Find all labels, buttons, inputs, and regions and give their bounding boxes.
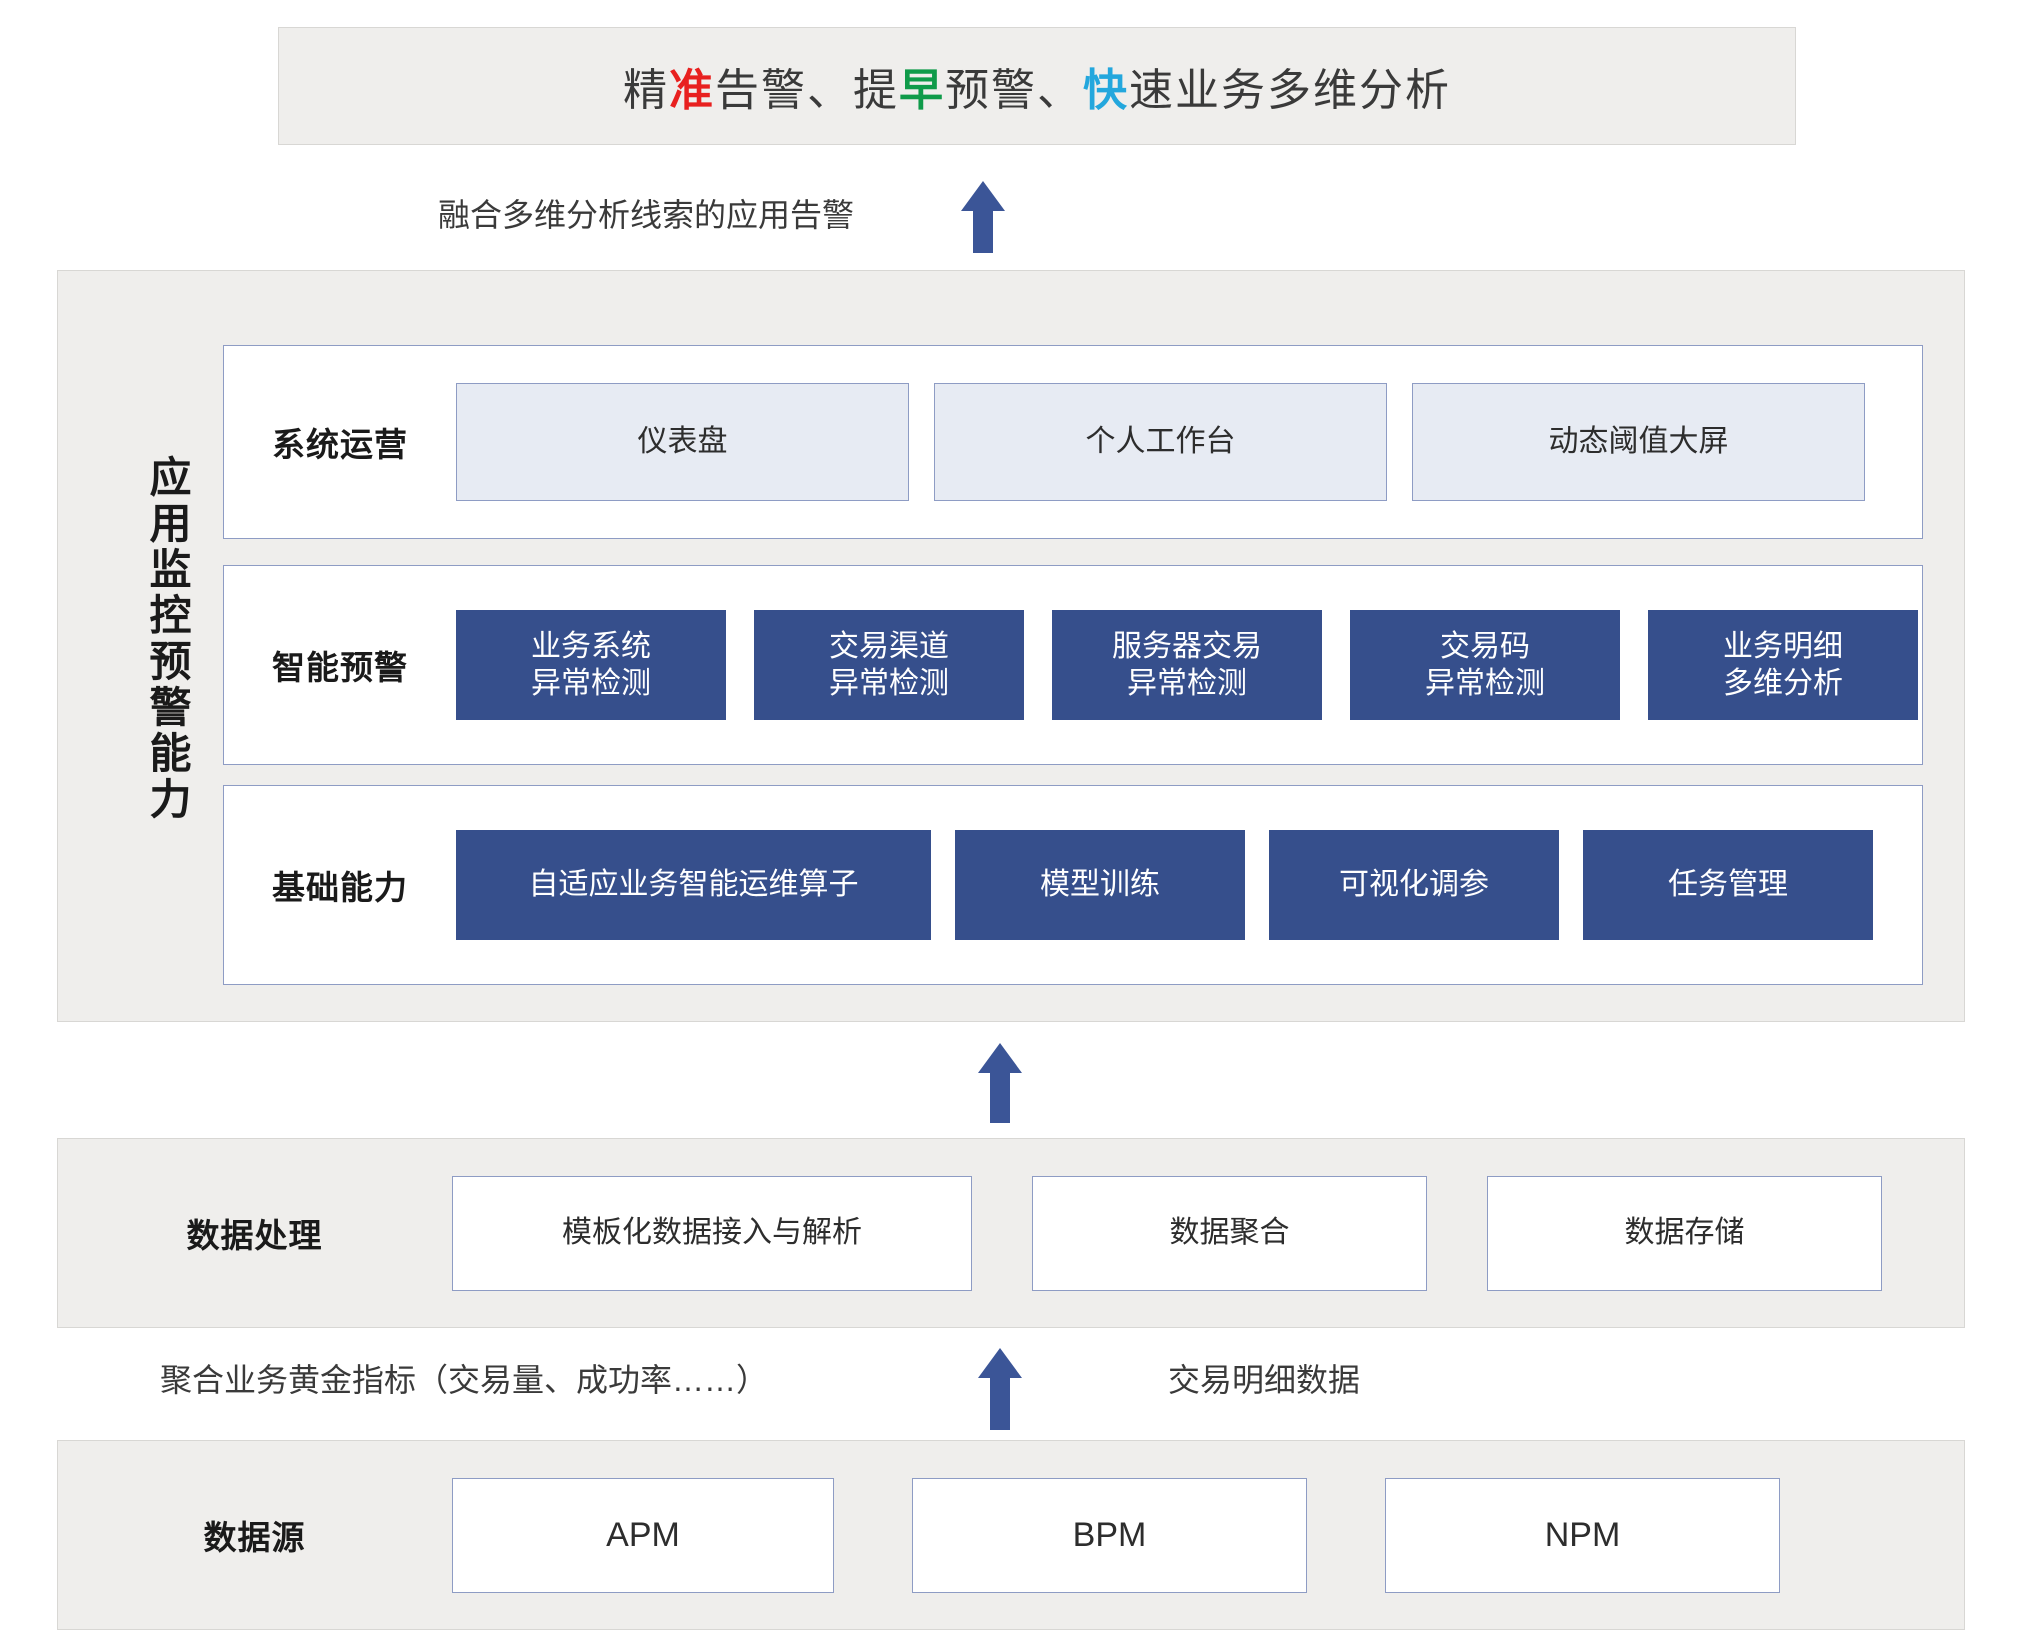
headline-part-3: 预警、 [945, 66, 1083, 115]
row-label-base-capability: 基础能力 [272, 869, 408, 906]
arrow-top-label: 融合多维分析线索的应用告警 [438, 197, 855, 233]
up-arrow-icon-middle [978, 1043, 1022, 1123]
headline-highlight-accurate: 准 [669, 66, 715, 115]
capability-panel-title: 应用监控预警能力 [144, 455, 191, 823]
data-processing-content: 数据处理 模板化数据接入与解析 数据聚合 数据存储 [57, 1138, 1965, 1328]
headline-part-4: 速业务多维分析 [1129, 66, 1451, 115]
tile-business-system-anomaly[interactable]: 业务系统 异常检测 [456, 610, 726, 720]
headline-highlight-fast: 快 [1083, 66, 1129, 115]
headline-highlight-early: 早 [899, 66, 945, 115]
row-label-cell: 基础能力 [224, 861, 456, 909]
arrow-head [978, 1043, 1022, 1073]
row-label-cell: 系统运营 [224, 418, 456, 466]
tile-templated-ingest-parse[interactable]: 模板化数据接入与解析 [452, 1175, 972, 1291]
headline-part-2: 告警、提 [715, 66, 899, 115]
tile-personal-workbench[interactable]: 个人工作台 [934, 383, 1387, 501]
tile-server-transaction-anomaly[interactable]: 服务器交易 异常检测 [1052, 610, 1322, 720]
arrow-head [978, 1348, 1022, 1378]
row-intelligent-warning: 智能预警 业务系统 异常检测 交易渠道 异常检测 服务器交易 异常检测 交易码 … [223, 565, 1923, 765]
tile-model-training[interactable]: 模型训练 [955, 830, 1245, 940]
row-label-system-operation: 系统运营 [272, 426, 408, 463]
headline-text: 精准告警、提早预警、快速业务多维分析 [623, 54, 1451, 118]
arrow-shaft [990, 1073, 1010, 1123]
row-base-capability: 基础能力 自适应业务智能运维算子 模型训练 可视化调参 任务管理 [223, 785, 1923, 985]
tiles-area-system-operation: 仪表盘 个人工作台 动态阈值大屏 [456, 346, 1922, 538]
data-source-content: 数据源 APM BPM NPM [57, 1440, 1965, 1630]
tile-npm[interactable]: NPM [1385, 1477, 1780, 1593]
tile-bpm[interactable]: BPM [912, 1477, 1307, 1593]
tile-transaction-channel-anomaly[interactable]: 交易渠道 异常检测 [754, 610, 1024, 720]
arrow-shaft [990, 1378, 1010, 1430]
tile-dashboard[interactable]: 仪表盘 [456, 383, 909, 501]
tile-business-detail-multidim[interactable]: 业务明细 多维分析 [1648, 610, 1918, 720]
tiles-area-intelligent-warning: 业务系统 异常检测 交易渠道 异常检测 服务器交易 异常检测 交易码 异常检测 … [456, 566, 1946, 764]
tile-adaptive-aiops-operator[interactable]: 自适应业务智能运维算子 [456, 830, 931, 940]
row-label-data-processing: 数据处理 [186, 1217, 323, 1254]
up-arrow-icon-top [961, 181, 1005, 253]
row-label-cell: 数据源 [57, 1511, 452, 1559]
headline-banner: 精准告警、提早预警、快速业务多维分析 [278, 27, 1796, 145]
tile-apm[interactable]: APM [452, 1477, 834, 1593]
tile-task-management[interactable]: 任务管理 [1583, 830, 1873, 940]
arrow-shaft [973, 211, 993, 253]
tile-dynamic-threshold-screen[interactable]: 动态阈值大屏 [1412, 383, 1865, 501]
row-system-operation: 系统运营 仪表盘 个人工作台 动态阈值大屏 [223, 345, 1923, 539]
arrow-bottom-label-right: 交易明细数据 [1168, 1362, 1361, 1398]
arrow-bottom-label-left: 聚合业务黄金指标（交易量、成功率……） [160, 1362, 769, 1398]
headline-part-1: 精 [623, 66, 669, 115]
up-arrow-icon-bottom [978, 1348, 1022, 1430]
row-label-intelligent-warning: 智能预警 [272, 649, 408, 686]
tiles-area-base-capability: 自适应业务智能运维算子 模型训练 可视化调参 任务管理 [456, 786, 1922, 984]
tiles-area-data-processing: 模板化数据接入与解析 数据聚合 数据存储 [452, 1175, 1965, 1291]
tiles-area-data-source: APM BPM NPM [452, 1477, 1965, 1593]
tile-data-storage[interactable]: 数据存储 [1487, 1175, 1882, 1291]
row-label-cell: 数据处理 [57, 1209, 452, 1257]
row-label-cell: 智能预警 [224, 641, 456, 689]
tile-visual-tuning[interactable]: 可视化调参 [1269, 830, 1559, 940]
tile-transaction-code-anomaly[interactable]: 交易码 异常检测 [1350, 610, 1620, 720]
tile-data-aggregation[interactable]: 数据聚合 [1032, 1175, 1427, 1291]
row-label-data-source: 数据源 [203, 1519, 306, 1556]
arrow-head [961, 181, 1005, 211]
